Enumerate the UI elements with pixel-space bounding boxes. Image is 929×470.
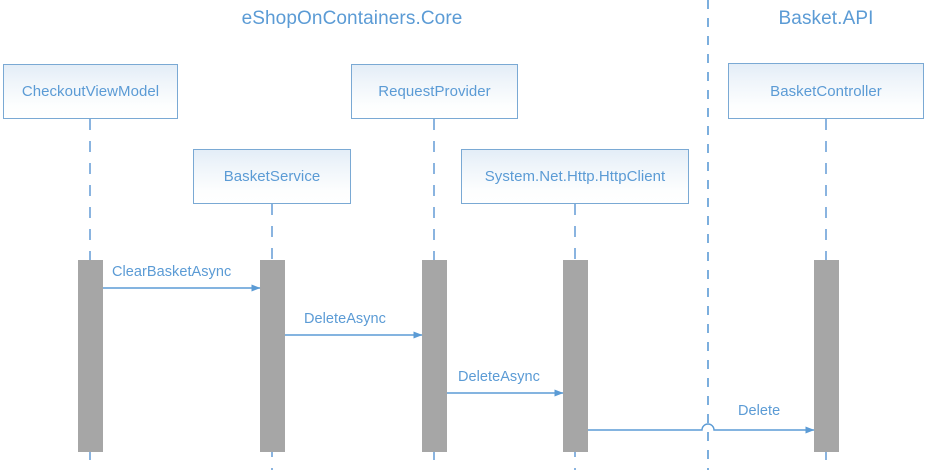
msg-delete-label: Delete — [738, 403, 781, 419]
msg-clear-basket-async-label: ClearBasketAsync — [112, 264, 232, 280]
participant-label-basket-controller: BasketController — [770, 82, 882, 100]
activation-bar-http-client — [563, 260, 588, 452]
participant-box-http-client[interactable]: System.Net.Http.HttpClient — [461, 149, 689, 204]
activation-bar-basket-service — [260, 260, 285, 452]
participant-label-checkout-view-model: CheckoutViewModel — [21, 83, 160, 100]
msg-delete-async-2-label: DeleteAsync — [458, 369, 540, 385]
partition-title-api: Basket.API — [778, 8, 874, 29]
participant-box-request-provider[interactable]: RequestProvider — [351, 64, 518, 119]
participant-label-request-provider: RequestProvider — [378, 83, 491, 100]
msg-delete-arrow — [588, 423, 815, 434]
activation-bar-request-provider — [422, 260, 447, 452]
messages-group — [103, 284, 815, 434]
activation-bar-checkout-view-model — [78, 260, 103, 452]
participant-box-checkout-view-model[interactable]: CheckoutViewModel — [3, 64, 178, 119]
activation-bar-basket-controller — [814, 260, 839, 452]
activation-bars-group — [78, 260, 839, 452]
msg-delete-async-1-label: DeleteAsync — [304, 311, 386, 327]
participant-box-basket-controller[interactable]: BasketController — [728, 63, 924, 119]
participant-label-basket-service: BasketService — [223, 168, 321, 185]
participant-label-http-client: System.Net.Http.HttpClient — [484, 168, 666, 185]
partition-title-core: eShopOnContainers.Core — [241, 8, 463, 29]
participant-box-basket-service[interactable]: BasketService — [193, 149, 351, 204]
